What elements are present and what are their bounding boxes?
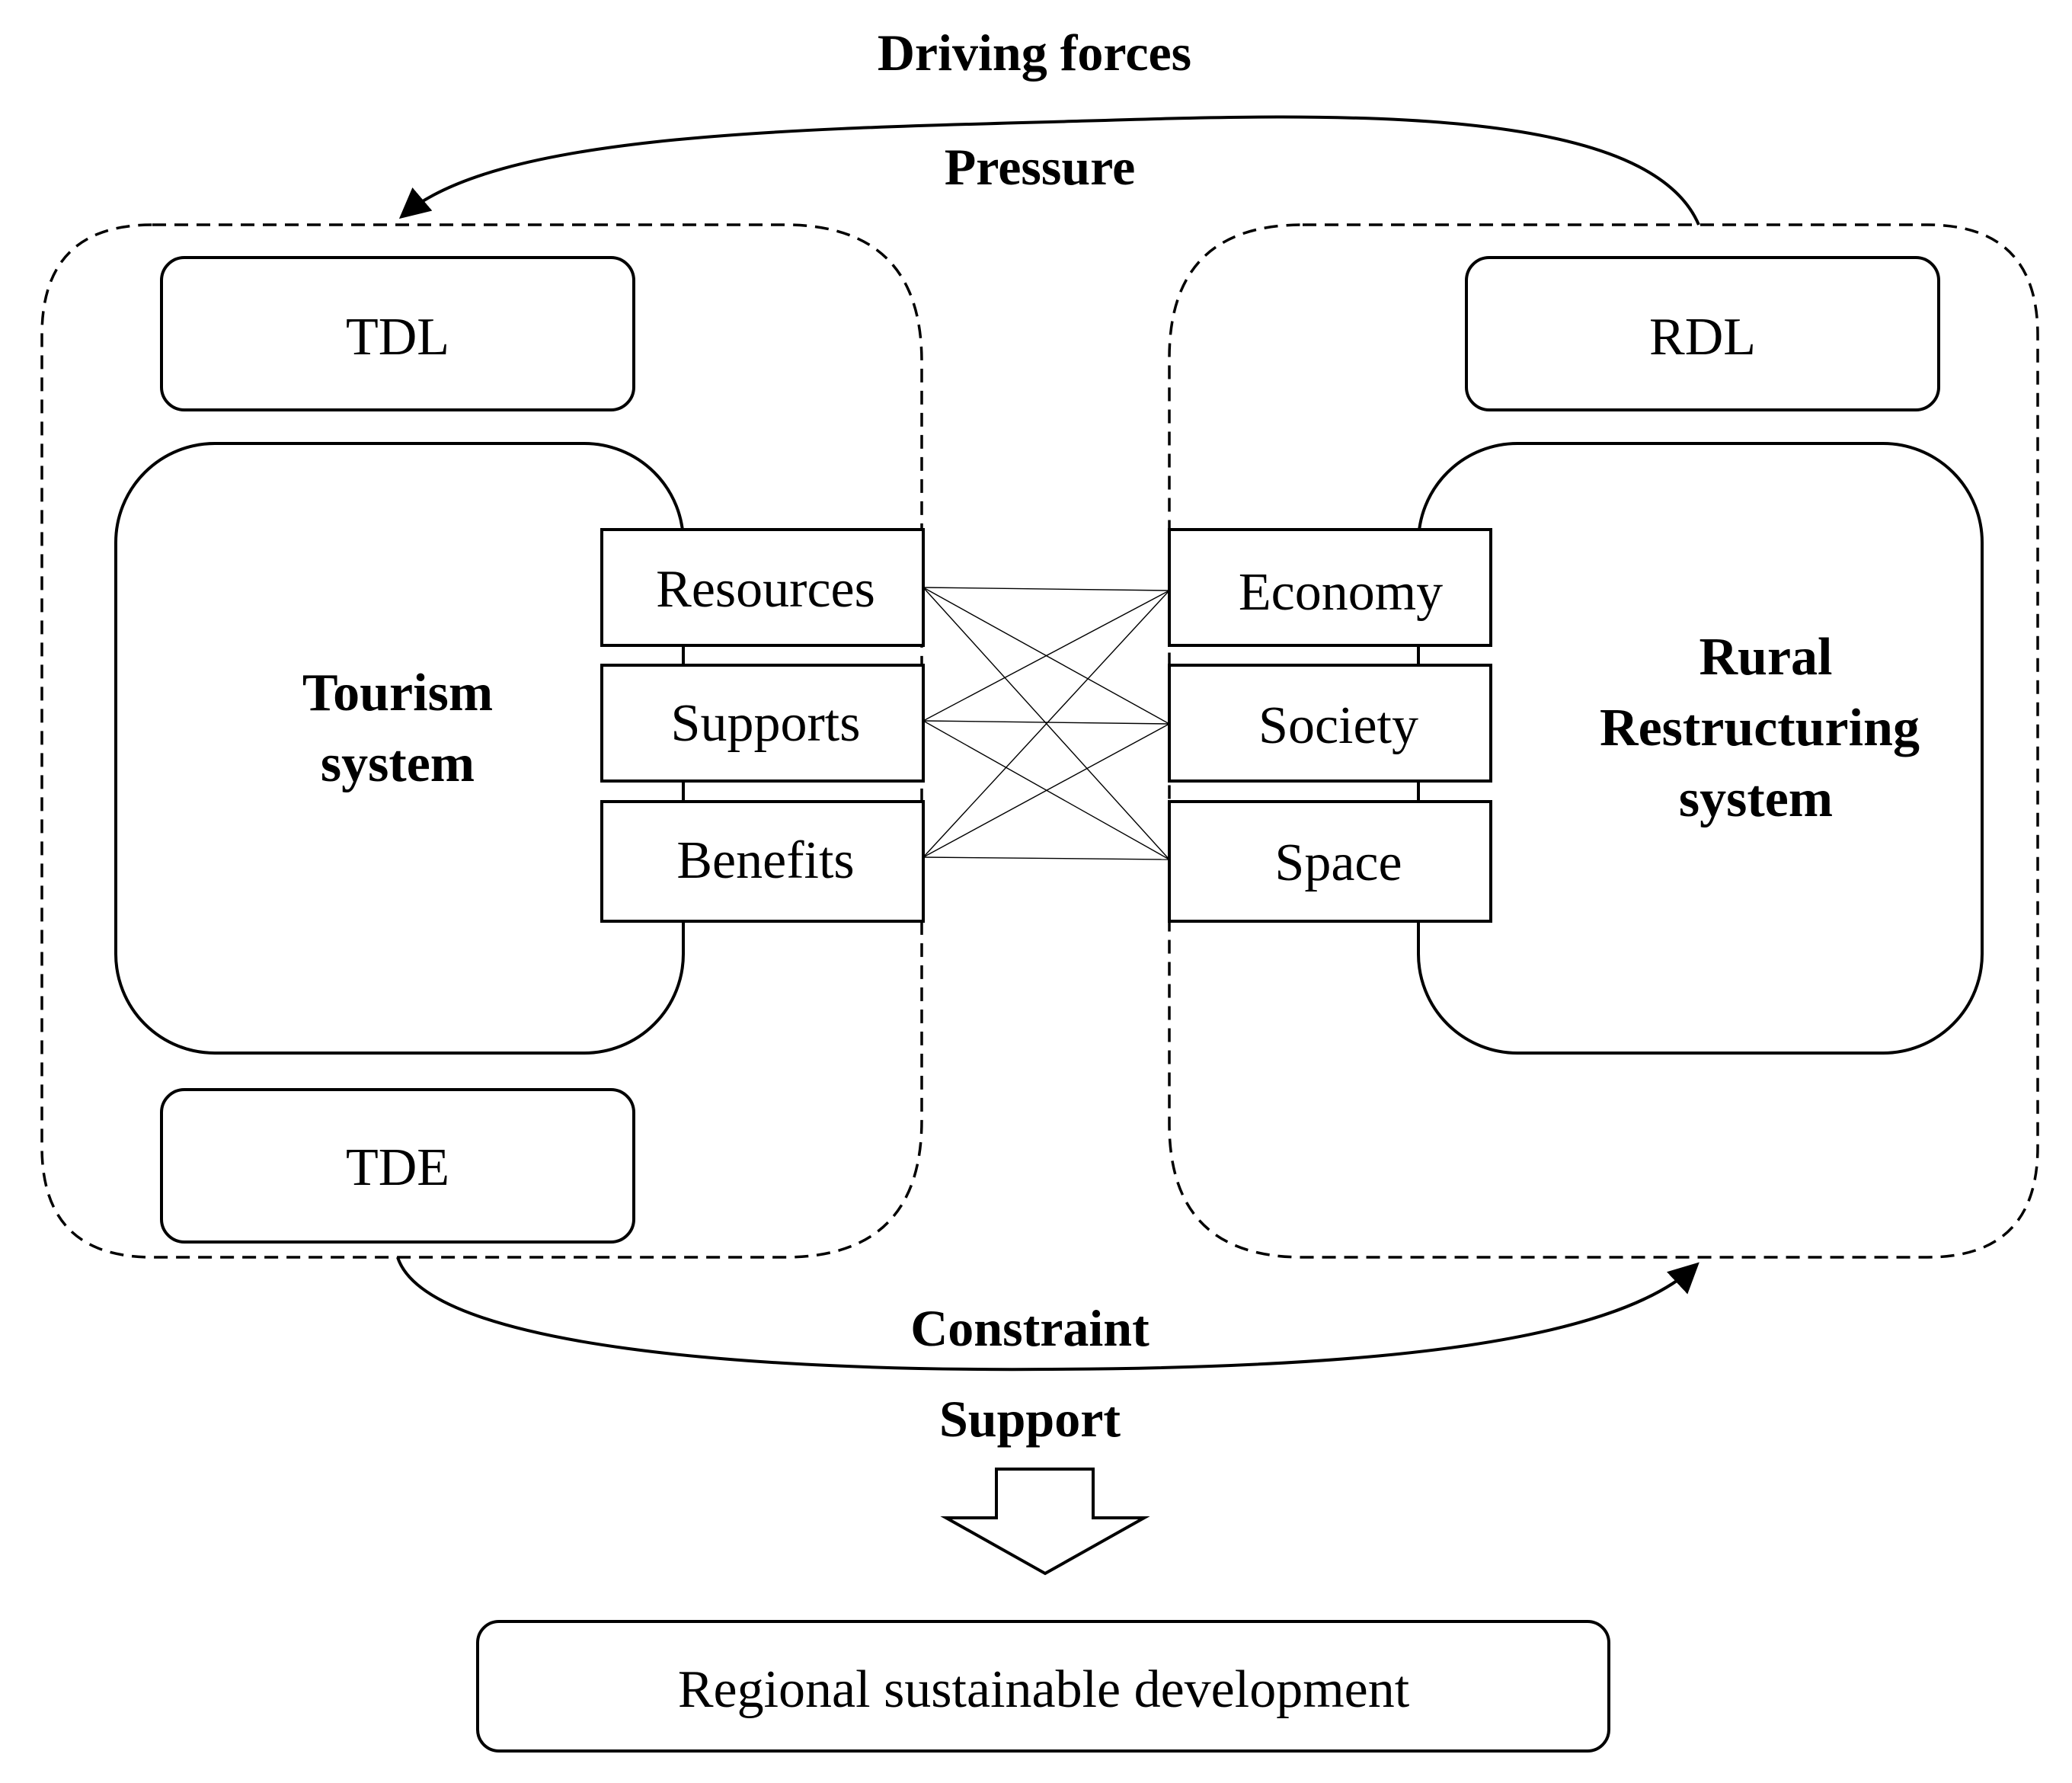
tourism-system-label-line2: system <box>321 735 475 793</box>
subsystem-box-resources <box>600 528 925 647</box>
pressure-arrow <box>398 115 1700 226</box>
subsystem-box-space <box>1168 800 1492 923</box>
tourism-dashed-boundary <box>40 223 923 1259</box>
rural-dashed-boundary <box>1168 223 2039 1259</box>
rural-system-label-line3: system <box>1679 770 1833 828</box>
subsystem-box-economy <box>1168 528 1492 647</box>
support-label: Support <box>939 1390 1121 1448</box>
rdl-box <box>1465 256 1940 411</box>
rdl-label: RDL <box>1649 308 1756 367</box>
support-down-arrow <box>940 1468 1150 1576</box>
driving-forces-label: Driving forces <box>878 24 1191 82</box>
tdl-box <box>160 256 635 411</box>
tourism-system-label-line1: Tourism <box>302 664 493 722</box>
tdl-label: TDL <box>346 308 449 367</box>
subsystem-label-society: Society <box>1258 696 1418 755</box>
regional-sustainable-development-box <box>476 1620 1610 1753</box>
pressure-label: Pressure <box>945 138 1136 196</box>
constraint-label: Constraint <box>910 1299 1150 1357</box>
subsystem-box-society <box>1168 664 1492 783</box>
regional-sustainable-development-label: Regional sustainable development <box>678 1660 1410 1719</box>
tde-box <box>160 1088 635 1244</box>
subsystem-label-benefits: Benefits <box>676 831 854 890</box>
subsystem-label-economy: Economy <box>1239 563 1443 622</box>
subsystem-box-benefits <box>600 800 925 923</box>
rural-system-label-line1: Rural <box>1699 628 1833 687</box>
constraint-arrow <box>396 1256 1699 1372</box>
subsystem-label-supports: Supports <box>671 694 861 753</box>
subsystem-label-space: Space <box>1274 834 1402 892</box>
rural-system-label-line2: Restructuring <box>1600 699 1920 757</box>
subsystem-box-supports <box>600 664 925 783</box>
subsystem-label-resources: Resources <box>656 560 875 619</box>
subsystem-interaction-links <box>922 587 1170 860</box>
tde-label: TDE <box>346 1138 449 1197</box>
